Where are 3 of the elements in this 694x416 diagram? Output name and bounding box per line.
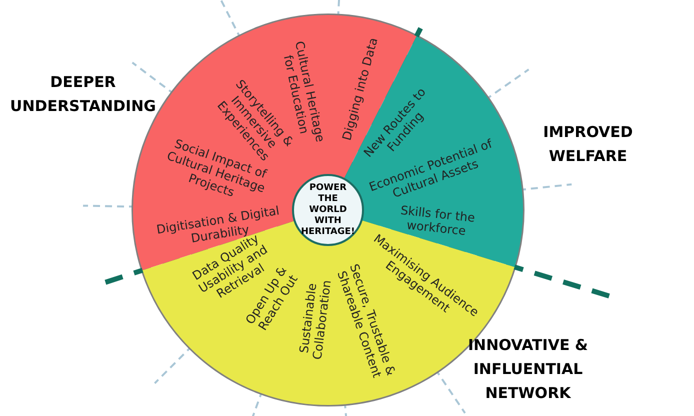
- category-heading: DEEPER UNDERSTANDING: [9, 72, 157, 117]
- category-heading: INNOVATIVE & INFLUENTIAL NETWORK: [466, 335, 590, 404]
- category-heading: IMPROVED WELFARE: [542, 122, 634, 167]
